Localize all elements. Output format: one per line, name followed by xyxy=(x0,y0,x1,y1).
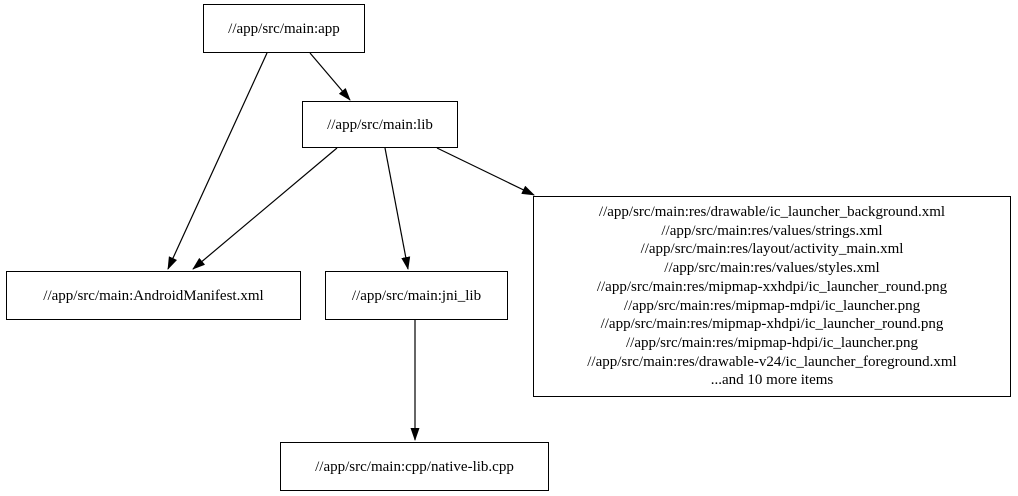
node-jni-lib: //app/src/main:jni_lib xyxy=(325,271,508,320)
resource-item: //app/src/main:res/layout/activity_main.… xyxy=(640,241,904,258)
edge-lib-to-jni-lib xyxy=(384,147,411,270)
node-jni-lib-label: //app/src/main:jni_lib xyxy=(351,287,482,304)
edge-app-to-android-manifest xyxy=(167,52,268,270)
resource-more-items: ...and 10 more items xyxy=(710,372,834,389)
edge-app-to-lib xyxy=(309,52,351,101)
node-lib: //app/src/main:lib xyxy=(302,101,458,148)
node-android-manifest-label: //app/src/main:AndroidManifest.xml xyxy=(43,287,264,304)
edge-lib-to-android-manifest xyxy=(192,147,338,270)
resource-item: //app/src/main:res/values/styles.xml xyxy=(664,260,880,277)
resource-item: //app/src/main:res/mipmap-hdpi/ic_launch… xyxy=(625,334,918,351)
node-lib-label: //app/src/main:lib xyxy=(327,116,433,133)
resource-item: //app/src/main:res/drawable/ic_launcher_… xyxy=(598,204,946,220)
resource-item: //app/src/main:res/mipmap-mdpi/ic_launch… xyxy=(623,297,921,314)
node-resources-group: //app/src/main:res/drawable/ic_launcher_… xyxy=(533,196,1011,397)
node-native-lib-cpp: //app/src/main:cpp/native-lib.cpp xyxy=(280,442,549,491)
resource-item: //app/src/main:res/mipmap-xxhdpi/ic_laun… xyxy=(596,278,948,295)
node-native-lib-cpp-label: //app/src/main:cpp/native-lib.cpp xyxy=(315,458,514,475)
resource-item: //app/src/main:res/values/strings.xml xyxy=(661,222,883,239)
resource-item: //app/src/main:res/drawable-v24/ic_launc… xyxy=(587,353,957,370)
edge-lib-to-resources-group xyxy=(436,147,535,196)
resource-item: //app/src/main:res/mipmap-xhdpi/ic_launc… xyxy=(600,316,944,333)
node-app-label: //app/src/main:app xyxy=(228,20,340,37)
node-app: //app/src/main:app xyxy=(203,4,365,53)
node-android-manifest: //app/src/main:AndroidManifest.xml xyxy=(6,271,301,320)
